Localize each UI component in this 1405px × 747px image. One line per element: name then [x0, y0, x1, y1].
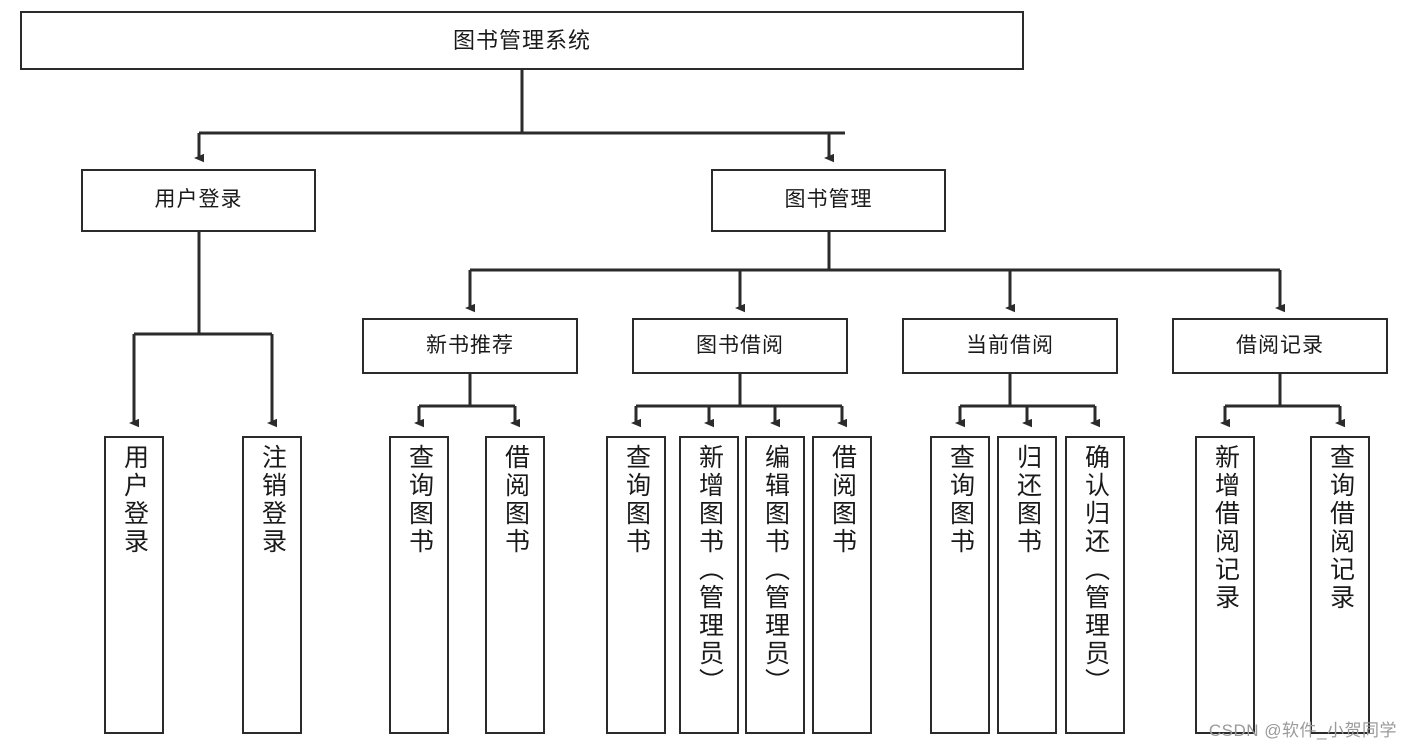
node-book-borrow[interactable]: 图书借阅 [632, 318, 848, 374]
node-leaf-add-book-admin[interactable]: 新增图书（管理员） [679, 436, 739, 734]
node-label: 借阅记录 [1236, 333, 1324, 357]
node-label: 查询图书 [946, 444, 975, 556]
node-label: 借阅图书 [828, 444, 857, 556]
node-label: 查询图书 [405, 444, 434, 556]
node-label: 查询图书 [622, 444, 651, 556]
node-label: 用户登录 [154, 188, 243, 212]
node-label: 用户登录 [120, 444, 149, 556]
node-user-login[interactable]: 用户登录 [81, 169, 316, 232]
node-label: 当前借阅 [966, 333, 1054, 357]
node-label: 编辑图书（管理员） [761, 444, 790, 696]
node-label: 归还图书 [1013, 444, 1042, 556]
node-leaf-query-borrow-record[interactable]: 查询借阅记录 [1310, 436, 1370, 734]
node-leaf-confirm-return-admin[interactable]: 确认归还（管理员） [1065, 436, 1125, 734]
node-root-system[interactable]: 图书管理系统 [20, 11, 1024, 70]
node-label: 新增图书（管理员） [695, 444, 724, 696]
node-label: 注销登录 [258, 444, 287, 556]
node-label: 查询借阅记录 [1326, 444, 1355, 612]
node-new-book-recommend[interactable]: 新书推荐 [362, 318, 578, 374]
node-label: 新增借阅记录 [1211, 444, 1240, 612]
watermark-text: CSDN @软件_小贺同学 [1208, 721, 1397, 740]
node-leaf-add-borrow-record[interactable]: 新增借阅记录 [1195, 436, 1255, 734]
node-borrow-record[interactable]: 借阅记录 [1172, 318, 1388, 374]
node-label: 新书推荐 [426, 333, 514, 357]
node-label: 确认归还（管理员） [1081, 444, 1110, 696]
node-label: 借阅图书 [501, 444, 530, 556]
node-label: 图书借阅 [696, 333, 784, 357]
node-leaf-borrow-query-book[interactable]: 查询图书 [606, 436, 666, 734]
node-label: 图书管理系统 [452, 27, 591, 53]
node-leaf-logout[interactable]: 注销登录 [242, 436, 302, 734]
node-leaf-edit-book-admin[interactable]: 编辑图书（管理员） [745, 436, 805, 734]
node-current-borrow[interactable]: 当前借阅 [902, 318, 1118, 374]
node-leaf-rec-borrow-book[interactable]: 借阅图书 [485, 436, 545, 734]
node-label: 图书管理 [784, 188, 873, 212]
node-leaf-rec-query-book[interactable]: 查询图书 [389, 436, 449, 734]
node-leaf-borrow-book[interactable]: 借阅图书 [812, 436, 872, 734]
node-leaf-return-book[interactable]: 归还图书 [997, 436, 1057, 734]
node-leaf-current-query-book[interactable]: 查询图书 [930, 436, 990, 734]
node-leaf-user-login[interactable]: 用户登录 [104, 436, 164, 734]
node-book-management[interactable]: 图书管理 [711, 169, 946, 232]
